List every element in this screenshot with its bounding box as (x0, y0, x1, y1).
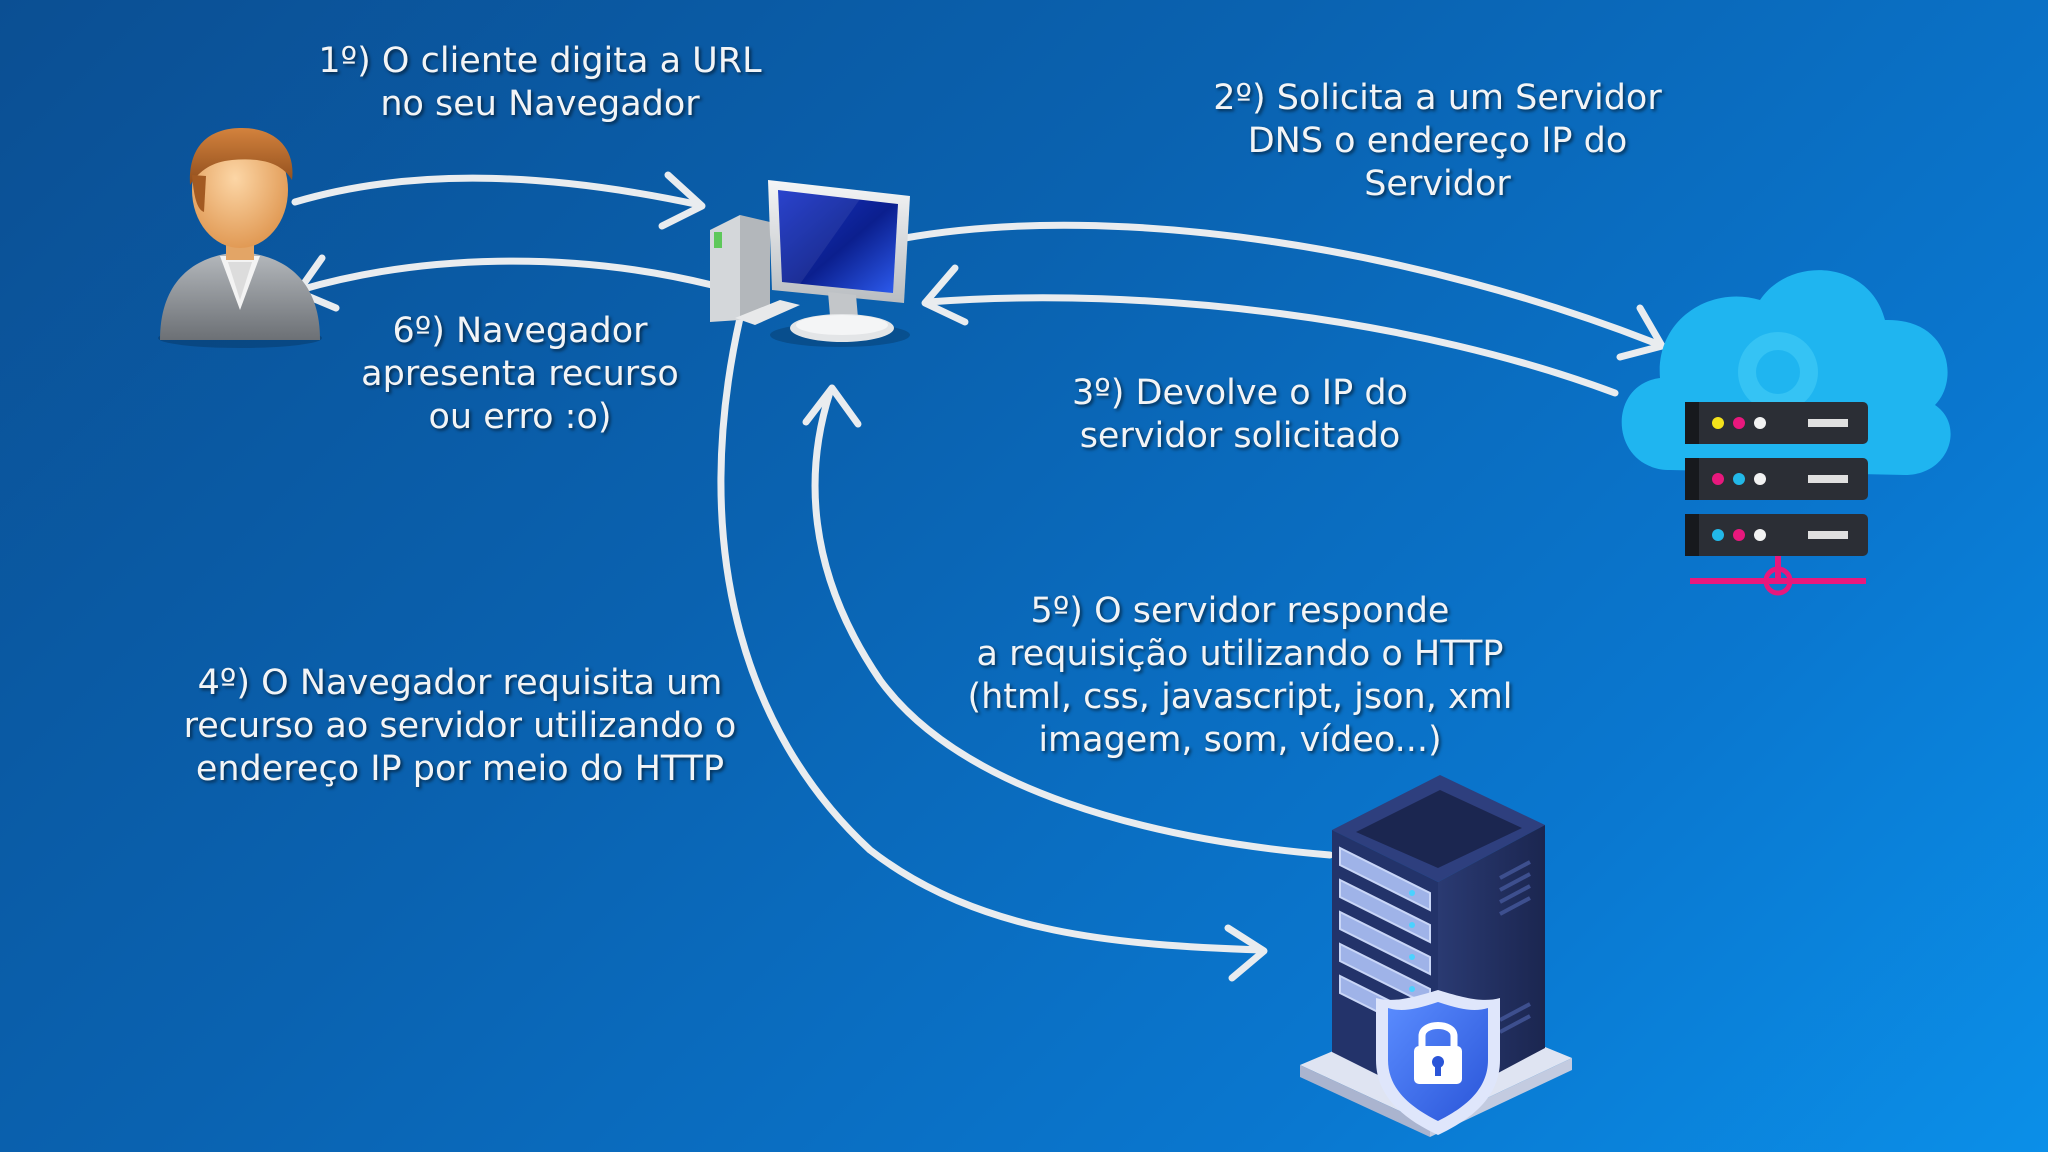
secure-server-icon (1300, 775, 1572, 1137)
step-6-line-2: apresenta recurso (361, 354, 679, 394)
step-1-line-1: 1º) O cliente digita a URL (318, 41, 762, 81)
step-4-line-1: 4º) O Navegador requisita um (197, 663, 723, 703)
computer-icon (710, 180, 910, 347)
step-5-line-4: imagem, som, vídeo...) (1038, 720, 1442, 760)
step-1-label: 1º) O cliente digita a URL no seu Navega… (300, 40, 780, 126)
cloud-server-icon (1621, 270, 1951, 596)
step-5-label: 5º) O servidor responde a requisição uti… (930, 590, 1550, 762)
step-6-label: 6º) Navegador apresenta recurso ou erro … (330, 310, 710, 439)
step-5-line-1: 5º) O servidor responde (1030, 591, 1450, 631)
arrow-dns-to-browser (924, 294, 1619, 397)
step-3-line-1: 3º) Devolve o IP do (1072, 373, 1408, 413)
step-6-line-1: 6º) Navegador (392, 311, 648, 351)
step-2-label: 2º) Solicita a um Servidor DNS o endereç… (1180, 77, 1695, 206)
arrow-browser-to-client (296, 257, 716, 294)
step-5-line-3: (html, css, javascript, json, xml (967, 677, 1513, 717)
arrow-browser-to-dns (901, 221, 1664, 349)
arrowhead-browser-to-dns (1616, 304, 1666, 361)
arrowhead-client-to-browser (658, 171, 706, 230)
arrow-browser-to-webserver (717, 314, 1266, 954)
step-2-line-3: Servidor (1364, 164, 1511, 204)
step-1-line-2: no seu Navegador (380, 84, 700, 124)
step-6-line-3: ou erro :o) (428, 397, 612, 437)
user-icon (158, 128, 322, 348)
step-3-label: 3º) Devolve o IP do servidor solicitado (1040, 372, 1440, 458)
step-4-line-2: recurso ao servidor utilizando o (183, 706, 737, 746)
arrowhead-dns-to-browser (921, 264, 969, 326)
step-2-line-2: DNS o endereço IP do (1247, 121, 1628, 161)
step-5-line-2: a requisição utilizando o HTTP (976, 634, 1504, 674)
arrow-webserver-to-browser (811, 388, 1334, 859)
arrows (291, 171, 1666, 982)
step-3-line-2: servidor solicitado (1079, 416, 1401, 456)
step-2-line-1: 2º) Solicita a um Servidor (1213, 78, 1662, 118)
arrowhead-browser-to-webserver (1224, 924, 1268, 982)
arrow-client-to-browser (291, 174, 704, 209)
step-4-label: 4º) O Navegador requisita um recurso ao … (140, 662, 780, 791)
step-4-line-3: endereço IP por meio do HTTP (195, 749, 725, 789)
arrowhead-webserver-to-browser (802, 384, 862, 428)
